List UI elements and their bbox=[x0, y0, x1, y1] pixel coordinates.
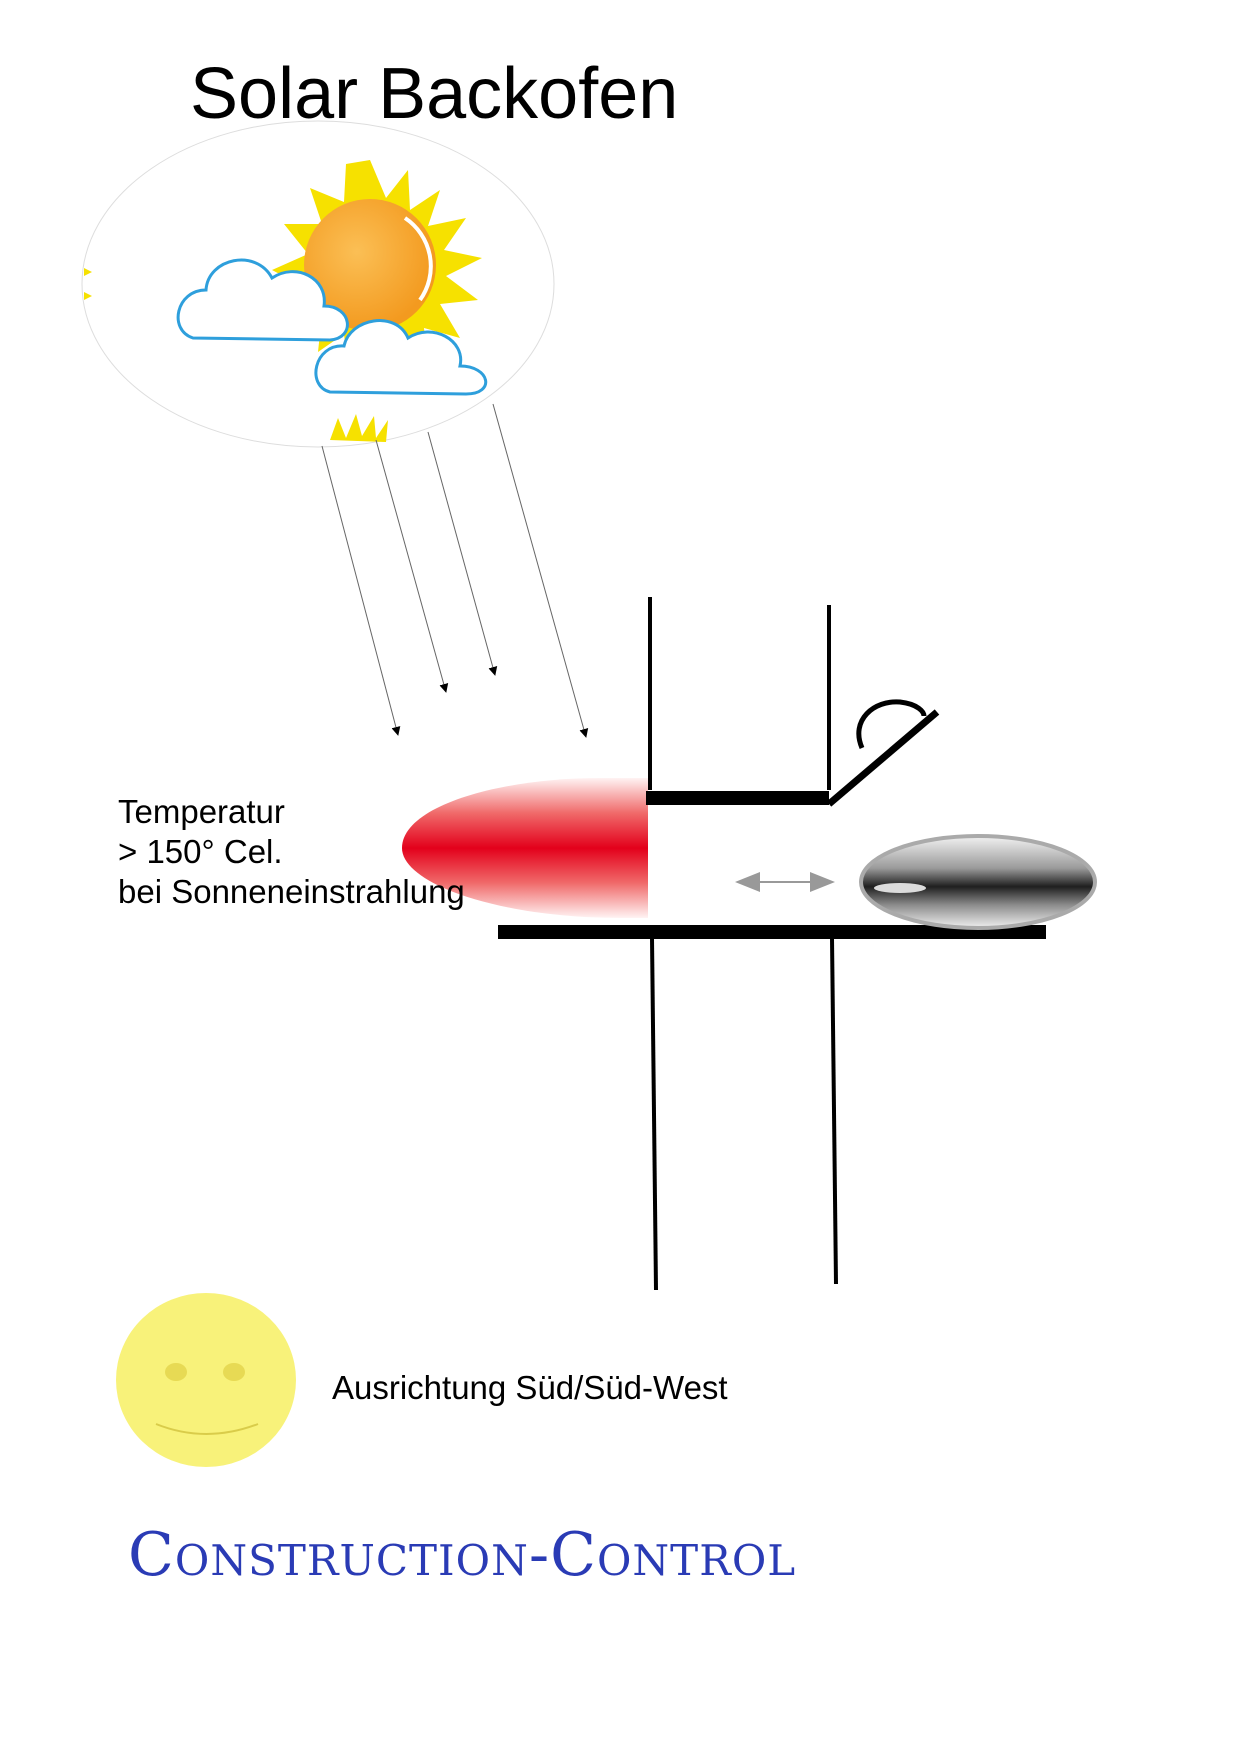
temperature-line-1: Temperatur bbox=[118, 793, 285, 830]
sun-rays-bottom bbox=[84, 268, 388, 442]
brand-logo-text: Construction-Control bbox=[128, 1520, 797, 1590]
cloud-icon-front bbox=[314, 319, 487, 396]
oven-structure bbox=[498, 597, 1046, 1291]
sun-cloud-icon bbox=[81, 120, 555, 448]
page-title: Solar Backofen bbox=[190, 54, 679, 134]
baking-tray-icon[interactable] bbox=[859, 834, 1097, 930]
door-handle[interactable] bbox=[856, 699, 927, 749]
orientation-label: Ausrichtung Süd/Süd-West bbox=[332, 1369, 728, 1406]
double-arrow-icon bbox=[735, 872, 835, 892]
sun-ray-arrows bbox=[321, 403, 589, 738]
cloud-icon-back bbox=[176, 258, 349, 342]
heat-zone bbox=[402, 778, 648, 918]
smiley-sun-icon bbox=[116, 1293, 296, 1467]
temperature-line-3: bei Sonneneinstrahlung bbox=[118, 873, 465, 910]
temperature-line-2: > 150° Cel. bbox=[118, 833, 283, 870]
temperature-label: Temperatur > 150° Cel. bei Sonneneinstra… bbox=[118, 792, 465, 912]
